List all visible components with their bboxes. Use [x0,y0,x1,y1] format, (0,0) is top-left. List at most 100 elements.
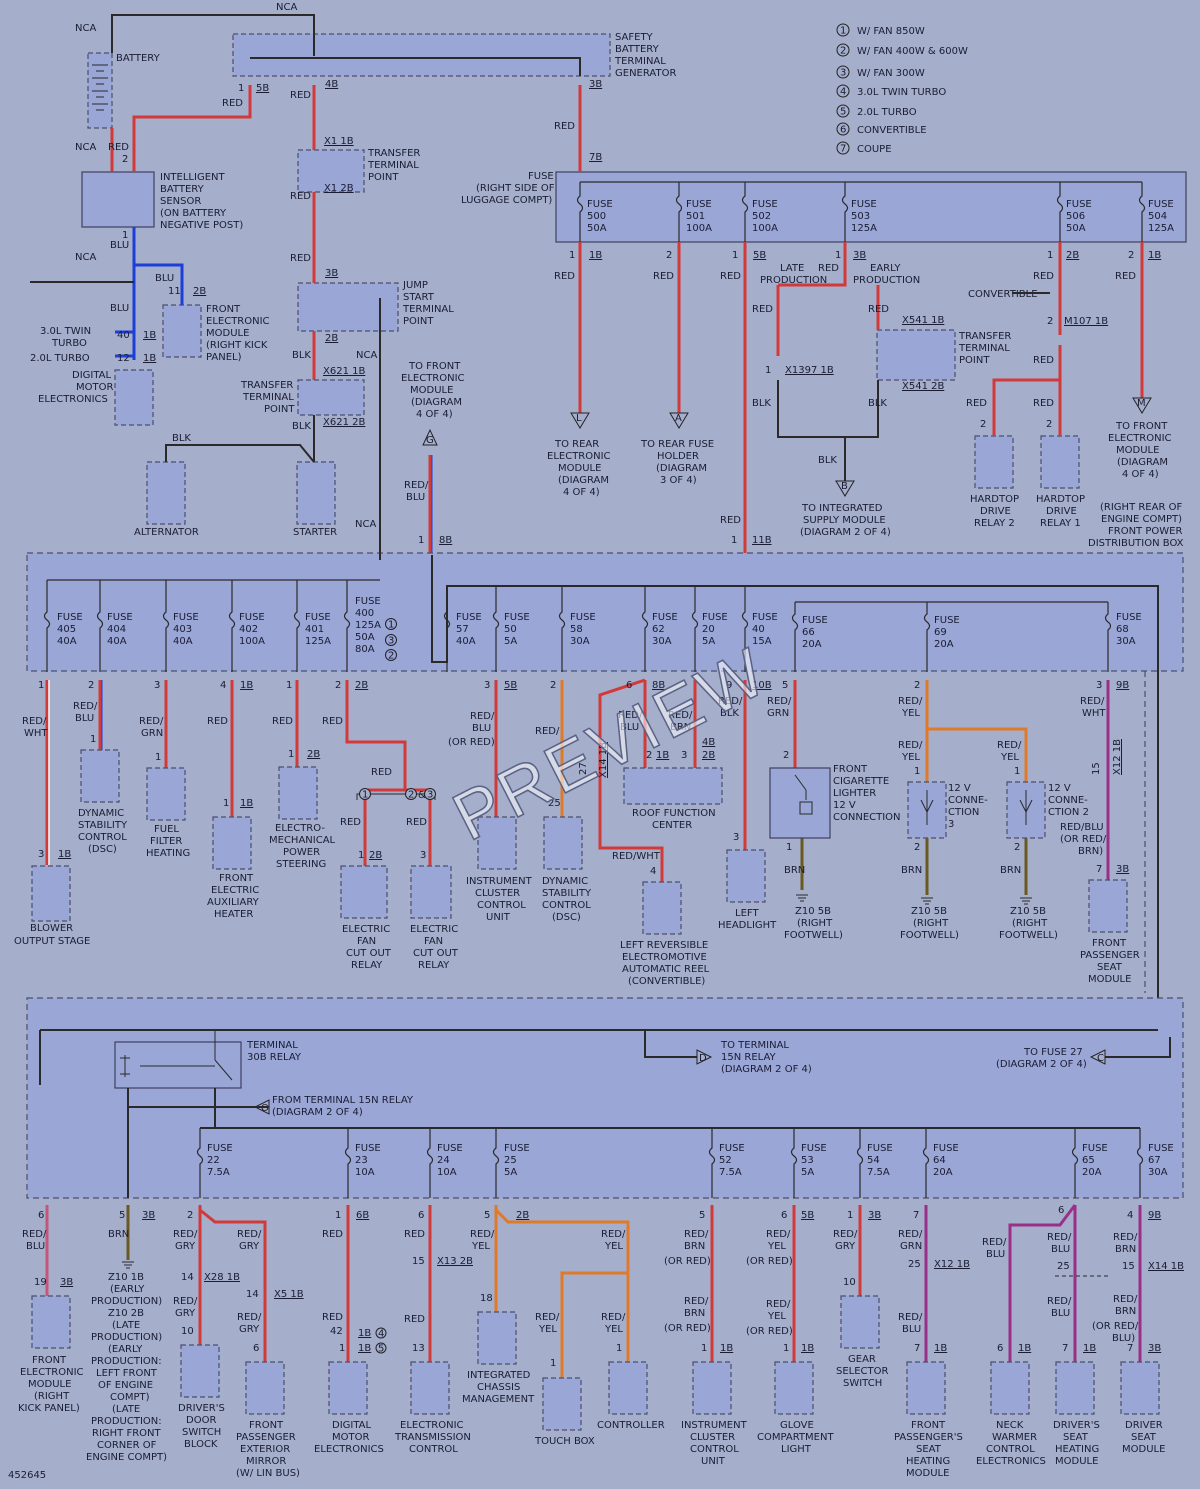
svg-text:52: 52 [719,1155,732,1166]
svg-text:RED/: RED/ [1113,1232,1138,1243]
svg-text:(LATE: (LATE [112,1404,140,1415]
svg-text:BLU: BLU [155,273,174,284]
svg-text:X621 2B: X621 2B [323,417,365,428]
bottom-components [31,1295,1160,1431]
svg-text:NCA: NCA [75,252,96,263]
svg-text:RED/: RED/ [898,696,923,707]
svg-text:58: 58 [570,624,583,635]
svg-text:TOUCH BOX: TOUCH BOX [534,1436,595,1447]
svg-text:PRODUCTION:: PRODUCTION: [91,1416,162,1427]
svg-text:RED: RED [222,98,243,109]
svg-text:2B: 2B [516,1210,529,1221]
svg-text:BATTERY: BATTERY [160,184,205,195]
svg-text:MANAGEMENT: MANAGEMENT [462,1394,535,1405]
svg-text:INSTRUMENT: INSTRUMENT [681,1420,748,1431]
svg-text:RED/: RED/ [22,716,47,727]
svg-text:BLK: BLK [752,398,771,409]
svg-text:(OR RED): (OR RED) [664,1256,711,1267]
svg-text:(DIAGRAM 2 OF 4): (DIAGRAM 2 OF 4) [721,1064,812,1075]
svg-text:(OR RED/: (OR RED/ [1092,1321,1139,1332]
svg-text:6: 6 [1058,1205,1064,1216]
svg-text:14: 14 [181,1272,194,1283]
safety-terminal-box [232,33,611,77]
svg-text:SAFETY: SAFETY [615,32,654,43]
svg-text:4: 4 [650,866,656,877]
svg-text:3B: 3B [1116,864,1129,875]
svg-text:1B: 1B [358,1328,371,1339]
svg-text:12 V: 12 V [948,783,971,794]
svg-text:3: 3 [1096,680,1102,691]
svg-text:5: 5 [378,1344,384,1355]
svg-text:RED/: RED/ [1080,696,1105,707]
svg-text:FUSE: FUSE [1148,199,1174,210]
svg-text:2: 2 [980,419,986,430]
svg-text:1B: 1B [58,849,71,860]
svg-text:RED: RED [207,716,228,727]
svg-text:KICK PANEL): KICK PANEL) [18,1403,80,1414]
svg-text:POWER: POWER [283,847,320,858]
svg-text:6: 6 [781,1210,787,1221]
svg-text:RELAY 2: RELAY 2 [974,518,1015,529]
svg-text:27: 27 [578,762,589,775]
svg-text:STABILITY: STABILITY [78,820,128,831]
svg-text:15: 15 [1091,762,1102,775]
bottom-fuse-symbols [196,1128,1144,1198]
svg-text:2: 2 [1047,316,1053,327]
bottom-ground-symbol [122,1261,1110,1277]
svg-text:(OR RED): (OR RED) [746,1326,793,1337]
starter-box [296,461,336,525]
svg-text:2: 2 [122,154,128,165]
svg-text:TO FUSE 27: TO FUSE 27 [1023,1047,1083,1058]
svg-text:3B: 3B [853,250,866,261]
svg-text:5A: 5A [702,636,715,647]
svg-text:66: 66 [802,627,815,638]
svg-text:25: 25 [1057,1261,1070,1272]
svg-text:RED: RED [720,515,741,526]
svg-text:INTEGRATED: INTEGRATED [467,1370,531,1381]
svg-text:3 OF 4): 3 OF 4) [660,475,697,486]
svg-text:5B: 5B [801,1210,814,1221]
svg-text:50A: 50A [1066,223,1086,234]
svg-text:1: 1 [840,26,846,37]
svg-text:30A: 30A [652,636,672,647]
svg-text:1B: 1B [720,1343,733,1354]
bottom-wires [45,1204,1142,1378]
svg-text:PRODUCTION: PRODUCTION [853,275,920,286]
svg-text:RED/: RED/ [618,710,643,721]
svg-text:GRY: GRY [239,1324,260,1335]
svg-text:1: 1 [569,250,575,261]
svg-text:30B RELAY: 30B RELAY [247,1052,302,1063]
svg-text:54: 54 [867,1155,880,1166]
svg-text:FRONT: FRONT [32,1355,67,1366]
svg-text:RED: RED [554,121,575,132]
svg-text:5: 5 [840,107,846,118]
svg-text:2: 2 [914,842,920,853]
svg-text:BLU: BLU [110,303,129,314]
svg-text:RED: RED [1033,271,1054,282]
svg-text:TRANSFER: TRANSFER [958,331,1011,342]
svg-text:X541 2B: X541 2B [902,381,944,392]
svg-text:12 V: 12 V [833,800,856,811]
svg-text:50A: 50A [355,632,375,643]
svg-text:C: C [1097,1053,1104,1064]
svg-text:&: & [418,790,426,801]
svg-text:(RIGHT: (RIGHT [1012,918,1048,929]
svg-text:6: 6 [997,1343,1003,1354]
svg-text:ELECTRONIC: ELECTRONIC [20,1367,84,1378]
svg-text:DRIVE: DRIVE [1046,506,1077,517]
svg-text:(RIGHT SIDE OF: (RIGHT SIDE OF [476,183,555,194]
svg-text:ELECTRIC: ELECTRIC [410,924,458,935]
svg-text:2: 2 [1014,842,1020,853]
svg-text:1: 1 [550,1358,556,1369]
svg-text:RED/: RED/ [173,1229,198,1240]
svg-text:1: 1 [238,83,244,94]
svg-text:OF ENGINE: OF ENGINE [98,1380,153,1391]
svg-text:GRY: GRY [835,1241,856,1252]
svg-text:40: 40 [752,624,765,635]
svg-text:50: 50 [504,624,517,635]
svg-text:10: 10 [843,1277,856,1288]
svg-text:SEAT: SEAT [1131,1432,1157,1443]
svg-text:TO INTEGRATED: TO INTEGRATED [801,503,883,514]
svg-text:ELECTRONIC: ELECTRONIC [206,316,270,327]
